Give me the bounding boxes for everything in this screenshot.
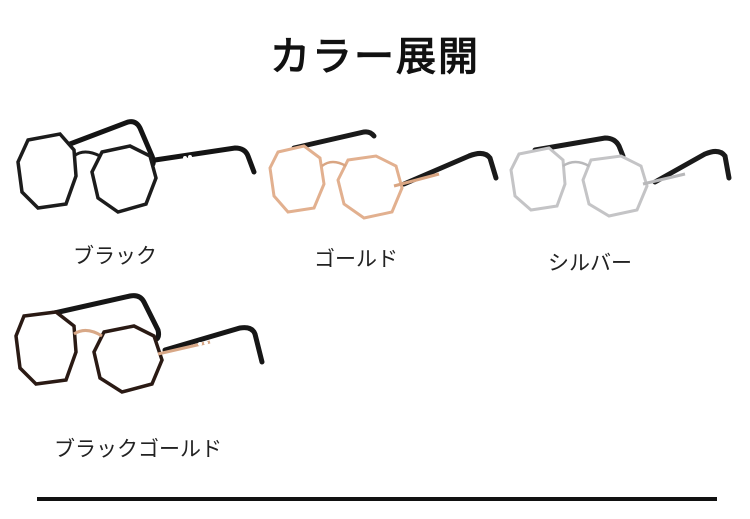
lens-left bbox=[509, 146, 567, 212]
lens-right bbox=[336, 154, 404, 220]
page-title: カラー展開 bbox=[270, 34, 480, 80]
bridge bbox=[73, 329, 103, 338]
variant-label-black: ブラック bbox=[73, 244, 157, 268]
glasses-black-image bbox=[10, 112, 260, 222]
temple bbox=[291, 129, 377, 151]
lens-left bbox=[14, 310, 78, 386]
lens-right bbox=[581, 154, 649, 218]
temple bbox=[152, 145, 257, 175]
bridge bbox=[73, 150, 101, 158]
lens-right bbox=[90, 144, 158, 214]
variant-label-silver: シルバー bbox=[548, 251, 632, 275]
temple bbox=[532, 135, 626, 159]
temple bbox=[652, 148, 732, 185]
divider-line bbox=[37, 497, 717, 501]
bridge bbox=[562, 160, 590, 168]
glasses-silver-image bbox=[505, 134, 735, 234]
variant-label-gold: ゴールド bbox=[314, 247, 398, 271]
lens-right bbox=[92, 324, 164, 394]
temple bbox=[47, 293, 162, 343]
bridge bbox=[321, 160, 347, 168]
glasses-gold-image bbox=[264, 128, 504, 228]
glasses-black-gold-image bbox=[10, 292, 270, 402]
variant-label-black-gold: ブラックゴールド bbox=[54, 437, 222, 461]
lens-left bbox=[268, 144, 326, 214]
lens-left bbox=[16, 132, 78, 210]
temple bbox=[162, 325, 265, 365]
temple bbox=[401, 150, 499, 187]
